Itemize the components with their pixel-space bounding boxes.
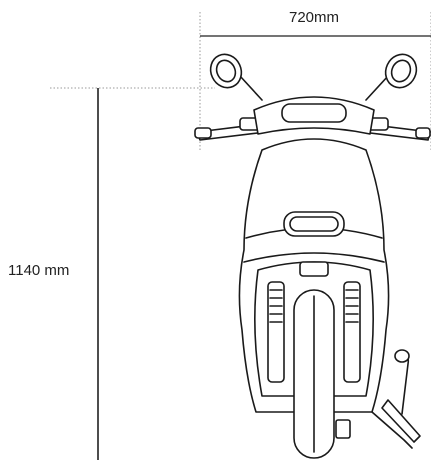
width-label: 720mm [289,9,340,26]
front-wheel [293,289,335,459]
left-mirror [209,53,263,101]
width-dimension [199,12,431,150]
scooter-front-view [194,53,431,459]
height-label: 1140 mm [8,262,70,279]
right-mirror [365,53,418,101]
kickstand [335,349,421,449]
handlebar [194,96,431,141]
height-dimension [50,87,215,460]
